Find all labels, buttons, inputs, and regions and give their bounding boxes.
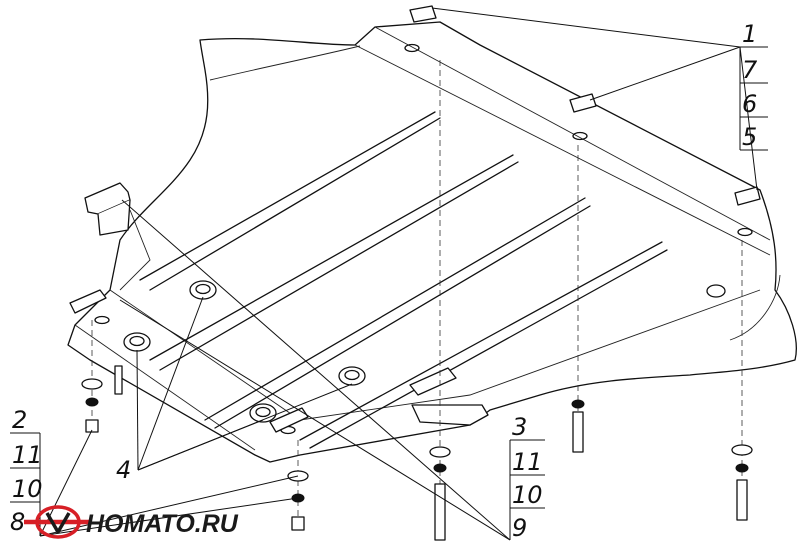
callout-11-left: 11: [12, 441, 43, 469]
callout-4: 4: [116, 456, 131, 484]
callout-6: 6: [742, 90, 757, 118]
skid-plate: [67, 21, 797, 463]
callout-1: 1: [742, 20, 757, 48]
callout-10-left: 10: [12, 475, 43, 503]
callout-8: 8: [10, 508, 25, 536]
callout-3: 3: [512, 413, 527, 441]
callout-9: 9: [512, 514, 527, 542]
callout-10-right: 10: [512, 481, 543, 509]
brackets: [69, 5, 761, 433]
leader-lines: [10, 7, 768, 541]
logo-emblem-icon: [24, 505, 92, 539]
logo-text: HOMATO.RU: [86, 510, 239, 538]
callout-11-right: 11: [512, 448, 543, 476]
callout-7: 7: [742, 56, 758, 84]
callout-labels: 1 7 6 5 4 2 11 10 8 3 11 10 9: [10, 20, 758, 542]
bosses: [123, 280, 366, 423]
stiffening-ribs: [139, 111, 668, 449]
watermark-logo: HOMATO.RU: [24, 505, 239, 539]
callout-5: 5: [742, 123, 757, 151]
mounting-holes: [94, 43, 753, 435]
callout-2: 2: [12, 406, 27, 434]
fasteners: [81, 60, 753, 541]
